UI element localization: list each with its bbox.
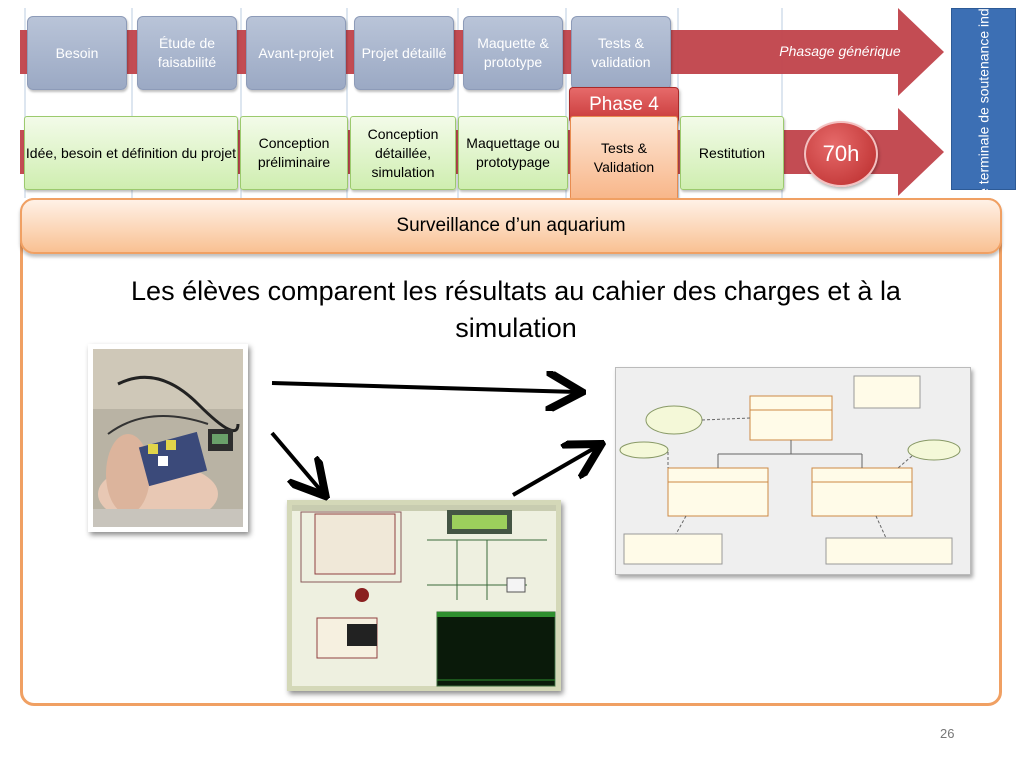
arrow-photo-to-simulation <box>272 433 323 493</box>
arrow-photo-to-diagram <box>272 383 578 392</box>
arrow-simulation-to-diagram <box>513 446 598 495</box>
page-number: 26 <box>940 726 954 741</box>
